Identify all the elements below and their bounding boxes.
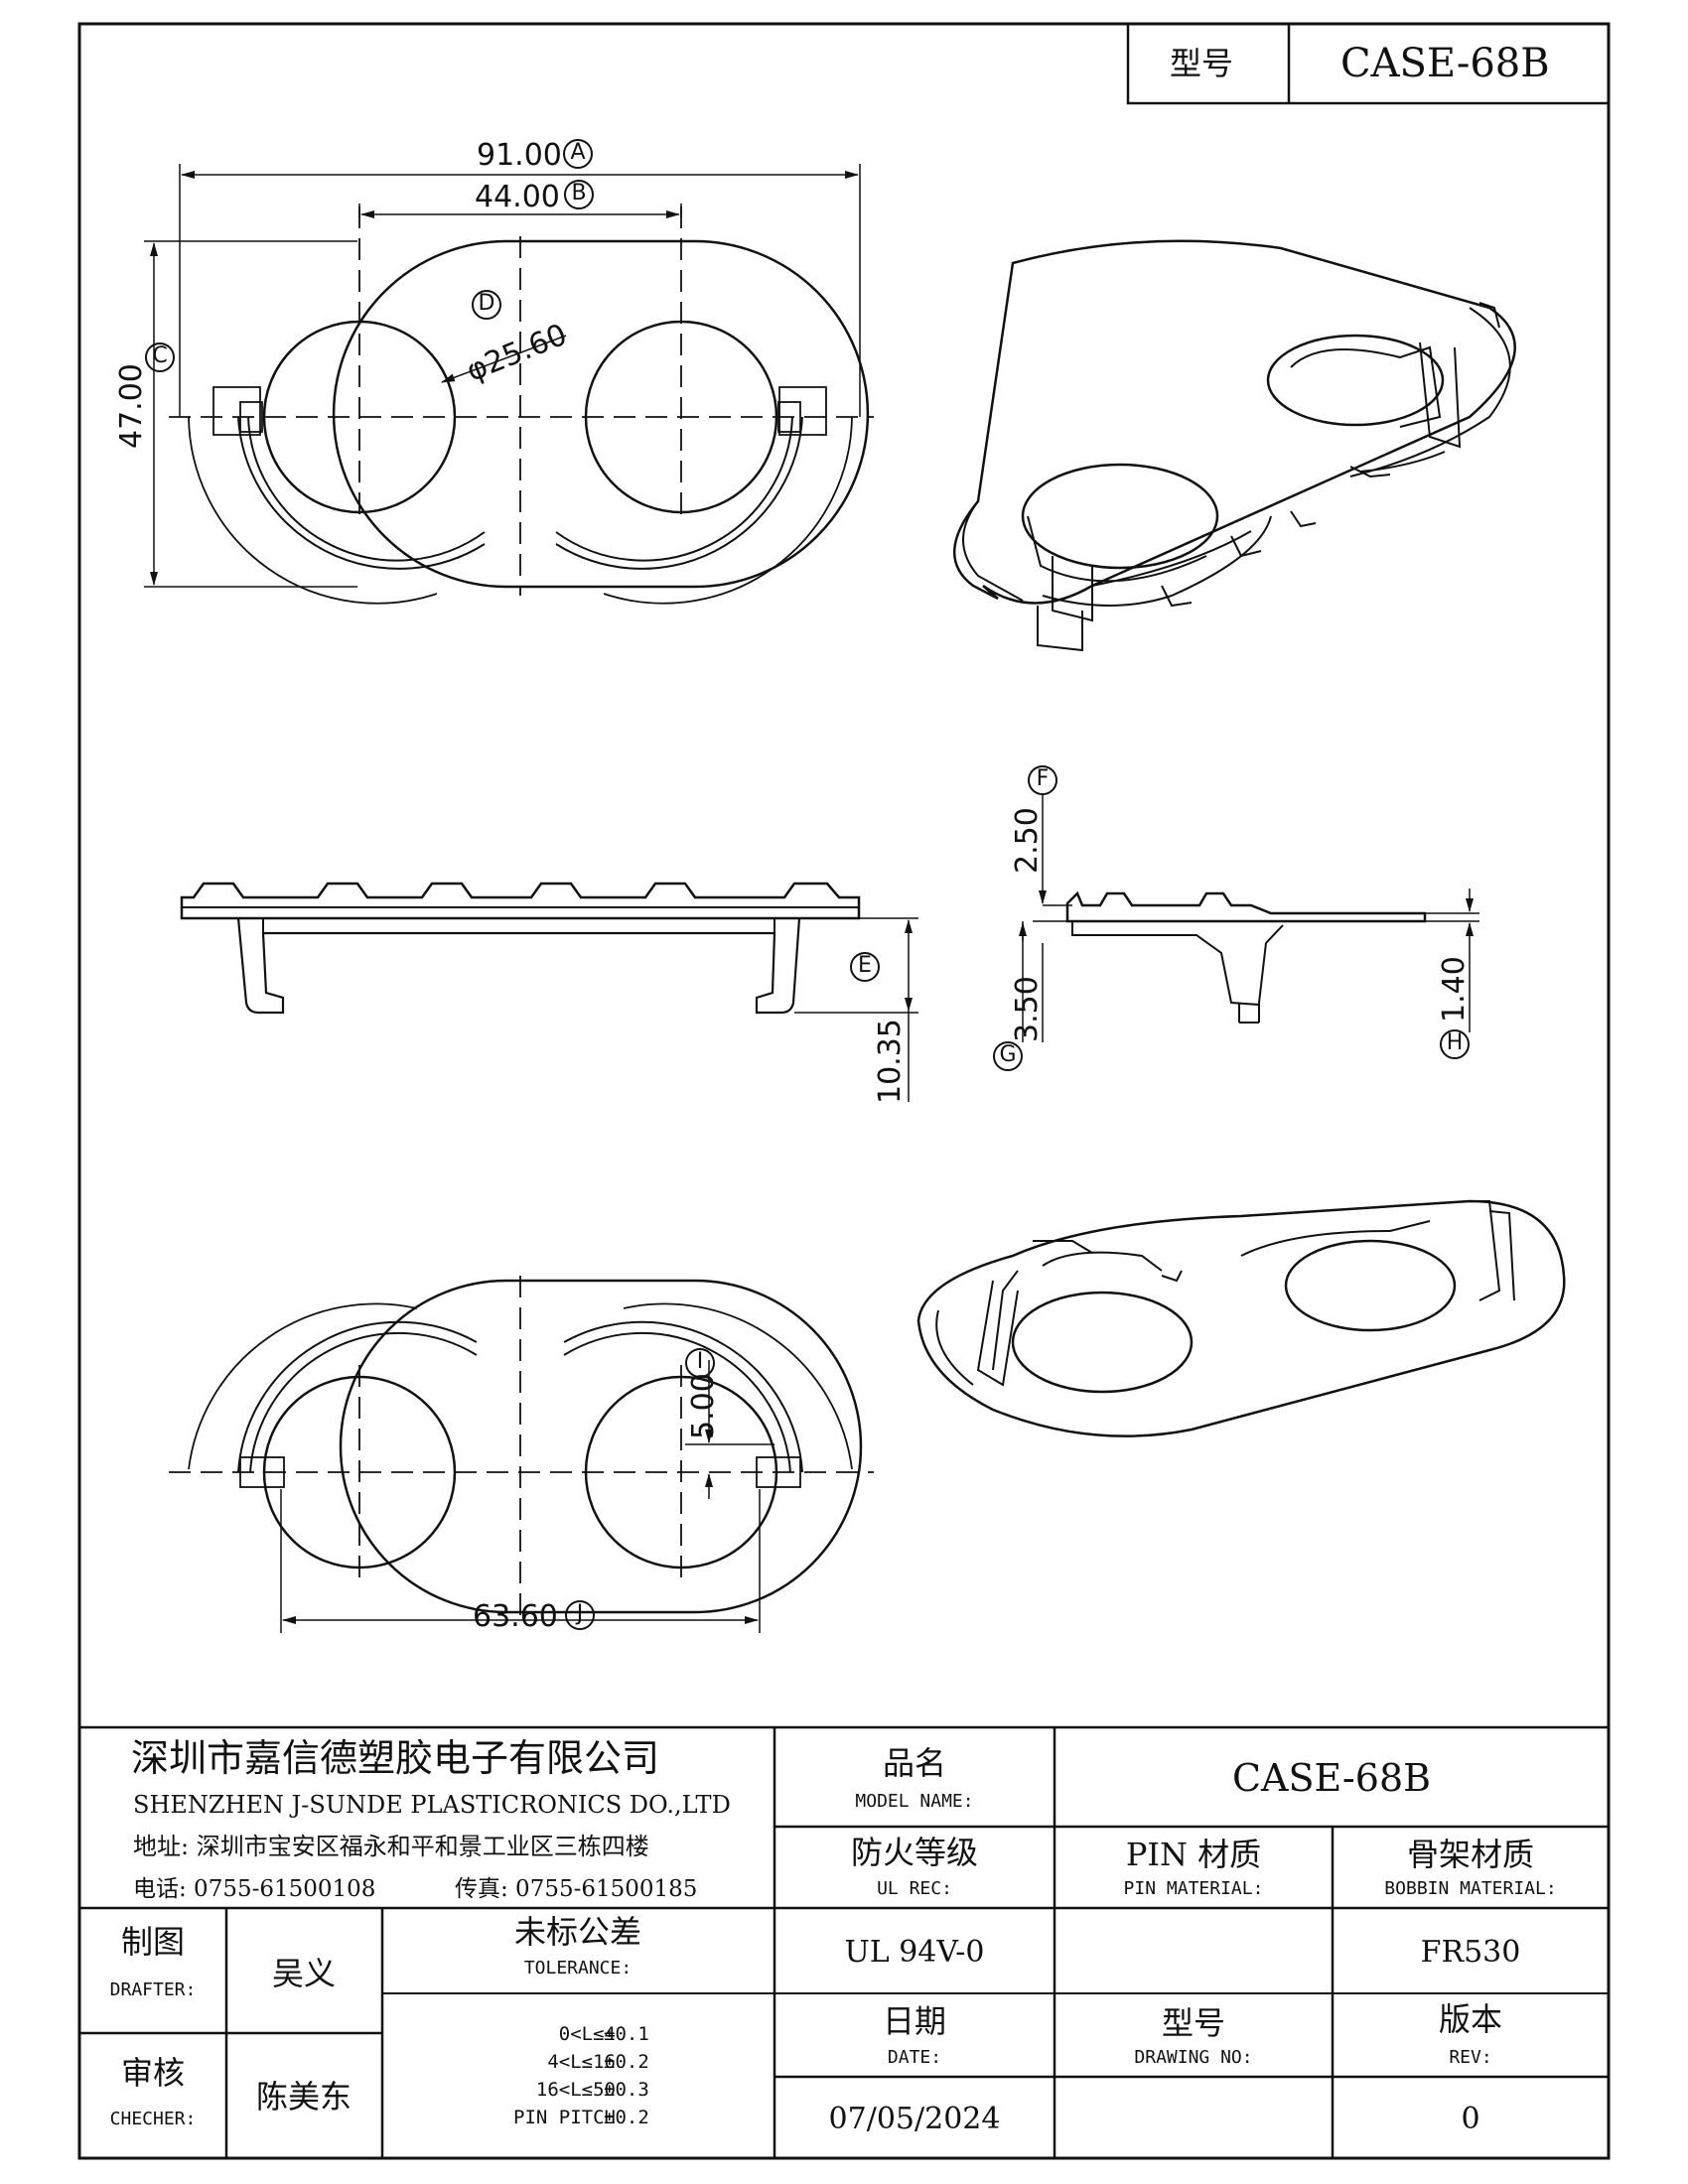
tolerance-value-0: ±0.1 xyxy=(604,2023,649,2045)
date-value: 07/05/2024 xyxy=(828,2102,1001,2136)
pin-en: PIN MATERIAL: xyxy=(1123,1878,1264,1899)
tolerance-range-1: 4<L≤16 xyxy=(547,2051,616,2073)
dim-e-value: 10.35 xyxy=(873,1019,908,1104)
bobbin-cn: 骨架材质 xyxy=(1406,1836,1535,1873)
pin-cn: PIN 材质 xyxy=(1125,1836,1262,1873)
company-name-cn: 深圳市嘉信德塑胶电子有限公司 xyxy=(131,1736,660,1780)
drawing-en: DRAWING NO: xyxy=(1134,2047,1253,2068)
iso-view-upper xyxy=(952,239,1516,652)
marker-d: D xyxy=(478,291,495,316)
marker-j: J xyxy=(576,1601,584,1626)
marker-i: I xyxy=(696,1349,704,1374)
sheet-border xyxy=(77,22,1611,2160)
company-fax: 传真: 0755-61500185 xyxy=(455,1876,698,1902)
dim-j-value: 63.60 xyxy=(473,1599,558,1634)
ul-en: UL REC: xyxy=(877,1878,952,1899)
bottom-view-outline xyxy=(339,1279,863,1614)
side-view xyxy=(1065,890,1427,1024)
tolerance-value-3: ±0.2 xyxy=(604,2107,649,2128)
iso-view-lower xyxy=(916,1199,1566,1437)
dim-b-value: 44.00 xyxy=(475,180,560,214)
title-block xyxy=(79,1725,1609,2158)
dim-g-value: 3.50 xyxy=(1010,976,1045,1042)
top-view xyxy=(169,206,874,605)
drafter-en: DRAFTER: xyxy=(109,1979,197,2000)
bottom-view xyxy=(169,1276,874,1618)
front-view xyxy=(180,882,861,1015)
dim-a-value: 91.00 xyxy=(477,138,562,173)
bobbin-value: FR530 xyxy=(1420,1935,1521,1970)
tolerance-cn: 未标公差 xyxy=(513,1913,642,1951)
checker-en: CHECHER: xyxy=(109,2109,197,2129)
model-name-en: MODEL NAME: xyxy=(855,1791,974,1812)
dim-i-value: 5.00 xyxy=(686,1373,721,1439)
date-en: DATE: xyxy=(887,2047,942,2068)
tolerance-range-2: 16<L≤50 xyxy=(535,2079,616,2101)
drawing-cn: 型号 xyxy=(1161,2004,1226,2042)
rev-cn: 版本 xyxy=(1438,2000,1503,2038)
bobbin-en: BOBBIN MATERIAL: xyxy=(1384,1878,1557,1899)
marker-h: H xyxy=(1446,1030,1464,1055)
rev-value: 0 xyxy=(1461,2102,1480,2136)
tolerance-range-3: PIN PITCH xyxy=(513,2107,616,2128)
model-name-value: CASE-68B xyxy=(1231,1756,1432,1800)
company-phone: 电话: 0755-61500108 xyxy=(133,1876,376,1902)
tolerance-value-2: ±0.3 xyxy=(604,2079,649,2101)
marker-g: G xyxy=(999,1042,1017,1067)
top-view-outline xyxy=(332,239,870,589)
rev-en: REV: xyxy=(1449,2047,1492,2068)
tolerance-value-1: ±0.2 xyxy=(604,2051,649,2073)
ul-value: UL 94V-0 xyxy=(844,1935,985,1970)
tolerance-range-0: 0<L≤4 xyxy=(558,2023,616,2045)
ul-cn: 防火等级 xyxy=(850,1834,979,1871)
marker-c: C xyxy=(152,343,168,368)
marker-e: E xyxy=(858,953,872,978)
drafter-cn: 制图 xyxy=(120,1923,186,1961)
dim-f-value: 2.50 xyxy=(1010,807,1045,874)
company-name-en: SHENZHEN J-SUNDE PLASTICRONICS DO.,LTD xyxy=(133,1791,731,1819)
tolerance-en: TOLERANCE: xyxy=(523,1958,633,1979)
drafter-value: 吴义 xyxy=(271,1955,337,1992)
marker-b: B xyxy=(571,181,587,205)
checker-value: 陈美东 xyxy=(255,2078,352,2116)
model-value: CASE-68B xyxy=(1340,41,1550,86)
model-box xyxy=(1126,22,1611,105)
model-label: 型号 xyxy=(1170,45,1234,82)
checker-cn: 审核 xyxy=(120,2054,186,2092)
date-cn: 日期 xyxy=(882,2002,947,2040)
dim-h-value: 1.40 xyxy=(1437,956,1472,1023)
model-name-cn: 品名 xyxy=(882,1744,947,1782)
marker-f: F xyxy=(1036,766,1050,791)
company-address: 地址: 深圳市宝安区福永和平和景工业区三栋四楼 xyxy=(133,1833,649,1860)
marker-a: A xyxy=(570,140,586,165)
dim-c-value: 47.00 xyxy=(114,363,149,449)
